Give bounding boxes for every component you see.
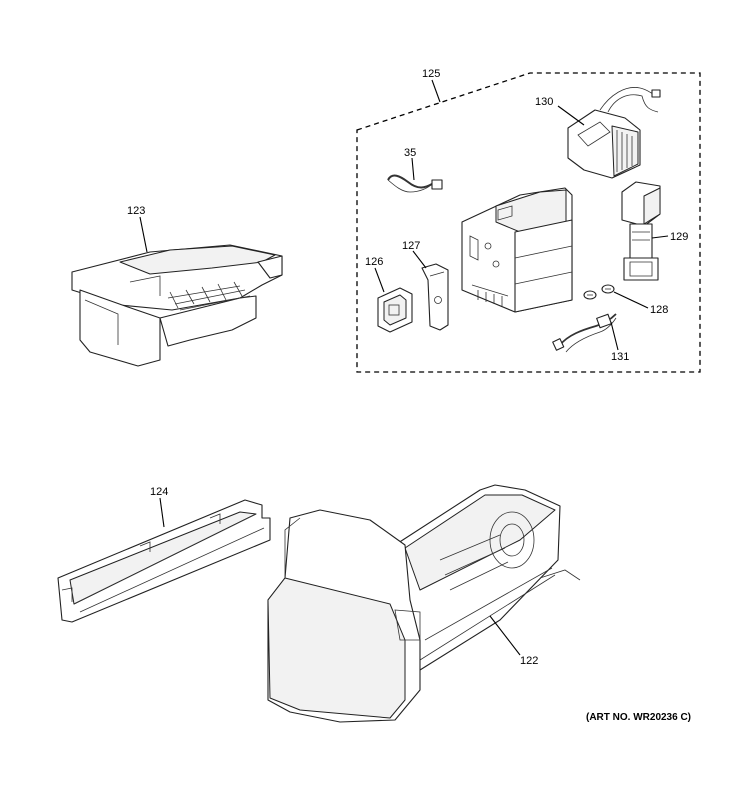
callout-124: 124: [150, 486, 168, 498]
art-number: (ART NO. WR20236 C): [586, 712, 691, 723]
callout-125: 125: [422, 68, 440, 80]
control-housing: [461, 187, 573, 313]
callout-130: 130: [535, 96, 553, 108]
part-124-panel: [57, 499, 271, 623]
part-129-solenoid: [621, 181, 661, 281]
part-126-switch: [377, 287, 413, 333]
callout-122: 122: [520, 655, 538, 667]
part-127-bracket: [421, 263, 449, 331]
part-131-thermistor: [552, 313, 617, 353]
callout-128: 128: [650, 304, 668, 316]
part-130-motor: [567, 87, 661, 179]
part-123-ice-maker: [71, 244, 283, 367]
callout-126: 126: [365, 256, 383, 268]
part-35-wire-harness: [387, 174, 443, 193]
callout-127: 127: [402, 240, 420, 252]
callout-129: 129: [670, 231, 688, 243]
callout-123: 123: [127, 205, 145, 217]
part-122-ice-bucket: [267, 484, 581, 723]
leader-lines: [139, 79, 669, 656]
part-128-screws: [583, 284, 615, 300]
callout-131: 131: [611, 351, 629, 363]
callout-35: 35: [404, 147, 416, 159]
